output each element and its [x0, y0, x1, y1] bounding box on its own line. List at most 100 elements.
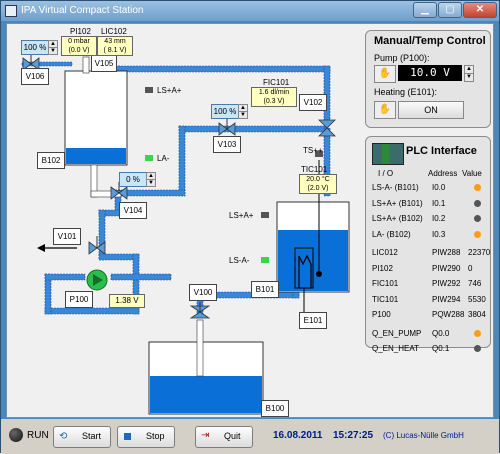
- plc-io-address: PIW290: [432, 263, 461, 273]
- manual-control-title: Manual/Temp Control: [374, 35, 486, 47]
- readout-fic101: 1.6 dl/min(0.3 V): [251, 87, 297, 107]
- valve-v102-icon[interactable]: [318, 119, 336, 129]
- title-bar: IPA Virtual Compact Station ▁ ▢ ✕: [1, 1, 499, 21]
- sensor-ls-plus-b101-icon: [261, 212, 269, 218]
- label-v106: V106: [21, 68, 49, 85]
- tag-pi102: PI102: [70, 27, 91, 36]
- plc-row-digital: LA- (B102)I0.3: [370, 228, 500, 244]
- plc-row-analog: PI102 PIW290 0: [370, 262, 500, 278]
- run-indicator-icon: [9, 428, 23, 442]
- sensor-ls-minus-b101-label: LS-A-: [229, 256, 250, 265]
- label-v102: V102: [299, 94, 327, 111]
- readout-pi102: 0 mbar(0.0 V): [61, 36, 97, 56]
- valve-v106-icon[interactable]: [22, 57, 32, 71]
- plc-io-status-led-icon: [474, 230, 481, 238]
- label-p100: P100: [65, 291, 93, 308]
- plc-io-address: PIW294: [432, 294, 461, 304]
- plc-io-name: PI102: [372, 263, 393, 273]
- process-canvas: V106 V105 V102 V103 V104 V101 V100 B102 …: [6, 23, 494, 418]
- quit-button[interactable]: ⇥ Quit: [195, 426, 253, 448]
- pipe-inlet: [21, 61, 73, 67]
- pump-voltage-readout: 1.38 V: [109, 294, 145, 308]
- heating-manual-hand-icon[interactable]: ✋: [374, 101, 396, 119]
- plc-row-outputs: Q_EN_HEAT Q0.1: [370, 342, 500, 358]
- status-time: 15:27:25: [333, 430, 374, 441]
- copyright-label: (C) Lucas-Nülle GmbH: [383, 431, 464, 440]
- pipe-v105: [82, 56, 90, 74]
- plc-io-name: FIC101: [372, 279, 399, 288]
- plc-io-address: I0.2: [432, 214, 446, 223]
- manual-control-panel: Manual/Temp Control Pump (P100): ✋ 10.0 …: [365, 30, 491, 128]
- v103-spin-down[interactable]: ▼: [238, 111, 248, 119]
- label-b101: B101: [251, 281, 279, 298]
- sensor-ts-label: TS++: [303, 146, 323, 155]
- plc-io-value: 5530: [468, 294, 486, 304]
- v106-spin-down[interactable]: ▼: [48, 47, 58, 55]
- pipe-network: [21, 61, 331, 317]
- start-button[interactable]: ⟲ Start: [53, 426, 111, 448]
- label-e101: E101: [299, 312, 327, 329]
- plc-interface-title: PLC Interface: [406, 145, 477, 157]
- label-v105: V105: [91, 55, 117, 72]
- drain-arrow-icon: [37, 244, 45, 252]
- label-v103: V103: [213, 136, 241, 153]
- heating-on-button[interactable]: ON: [398, 101, 464, 119]
- close-button[interactable]: ✕: [463, 2, 497, 18]
- heating-control-label: Heating (E101):: [374, 87, 438, 97]
- plc-io-address: Q0.0: [432, 328, 450, 338]
- sensor-ls-plus-b102-label: LS+A+: [157, 86, 182, 95]
- plc-header-address: Address: [428, 169, 458, 178]
- minimize-button[interactable]: ▁: [413, 2, 437, 18]
- v104-position-input[interactable]: 0 %: [119, 172, 147, 187]
- plc-row-analog: TIC101 PIW294 5530: [370, 293, 500, 309]
- plc-io-name: Q_EN_PUMP: [372, 328, 422, 338]
- sensor-ls-minus-b101-icon: [261, 257, 269, 263]
- sensor-ls-plus-b102-icon: [145, 87, 153, 93]
- plc-io-status-led-icon: [474, 199, 481, 207]
- plc-row-digital: LS-A- (B101)I0.0: [370, 181, 500, 197]
- stop-button[interactable]: Stop: [117, 426, 175, 448]
- plc-io-address: PQW288: [432, 310, 465, 319]
- v106-position-input[interactable]: 100 %: [21, 40, 49, 55]
- label-v100: V100: [189, 284, 217, 301]
- sensor-la-minus-b102-label: LA-: [157, 154, 170, 163]
- plc-io-address: PIW288: [432, 248, 461, 257]
- valve-v103-icon[interactable]: [218, 122, 228, 136]
- tag-tic101: TIC101: [301, 165, 328, 174]
- plc-io-status-led-icon: [474, 184, 481, 191]
- plc-row-digital: LS+A+ (B102)I0.2: [370, 212, 500, 228]
- maximize-button[interactable]: ▢: [438, 2, 462, 18]
- app-icon: [5, 5, 17, 17]
- plc-interface-panel: PLC Interface I / O Address Value LS-A- …: [365, 136, 491, 353]
- valve-v101-icon[interactable]: [88, 241, 98, 255]
- tank-b102-water: [66, 148, 126, 164]
- plc-io-address: Q0.1: [432, 344, 450, 353]
- label-b102: B102: [37, 152, 65, 169]
- plc-io-name: LS+A+ (B101): [372, 198, 423, 208]
- tag-fic101: FIC101: [263, 78, 290, 87]
- valve-v100-icon[interactable]: [189, 311, 211, 319]
- plc-row-outputs: Q_EN_PUMP Q0.0: [370, 327, 500, 343]
- pipe-b100-suction: [196, 319, 204, 377]
- pump-spin-down[interactable]: ▼: [464, 73, 474, 82]
- tank-b100-water: [150, 376, 262, 413]
- plc-io-name: TIC101: [372, 294, 399, 304]
- plc-io-name: LA- (B102): [372, 229, 411, 239]
- readout-lic102: 43 mm( 8.1 V): [97, 36, 133, 56]
- plc-io-value: 0: [468, 263, 473, 273]
- valve-v104-icon[interactable]: [110, 186, 120, 200]
- readout-tic101: 20.0 °C(2.0 V): [299, 174, 337, 194]
- sensor-la-minus-b102-icon: [145, 155, 153, 161]
- pump-manual-hand-icon[interactable]: ✋: [374, 65, 396, 83]
- v104-spin-down[interactable]: ▼: [146, 179, 156, 187]
- heater-coil-icon: [298, 254, 312, 288]
- plc-io-name: Q_EN_HEAT: [372, 344, 419, 353]
- plc-io-value: 3804: [468, 310, 486, 319]
- plc-io-status-led-icon: [474, 329, 481, 337]
- v103-position-input[interactable]: 100 %: [211, 104, 239, 119]
- pump-voltage-input[interactable]: 10.0 V: [398, 65, 462, 81]
